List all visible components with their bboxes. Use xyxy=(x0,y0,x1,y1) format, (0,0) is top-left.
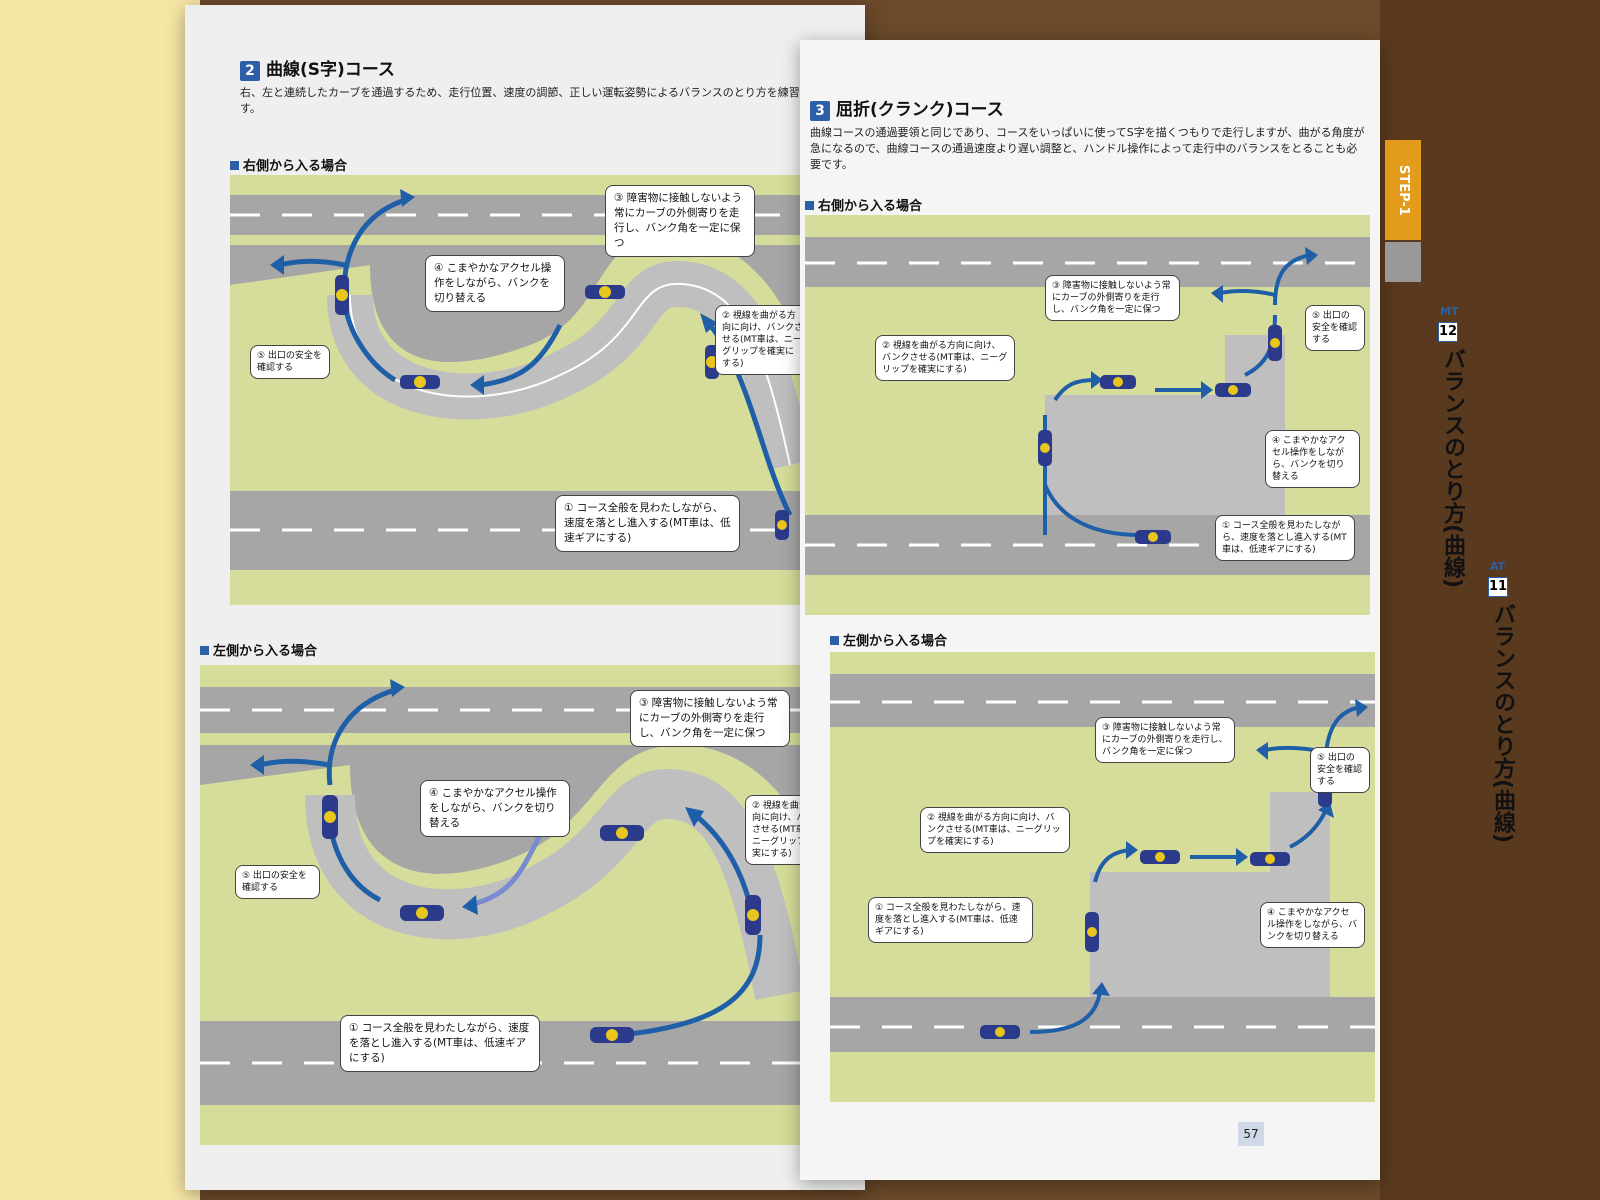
callout-left-4: ④ こまやかなアクセル操作をしながら、バンクを切り替える xyxy=(420,780,570,837)
callout-crank-l-1: ① コース全般を見わたしながら、速度を落とし進入する(MT車は、低速ギアにする) xyxy=(868,897,1033,943)
callout-right-1: ① コース全般を見わたしながら、速度を落とし進入する(MT車は、低速ギアにする) xyxy=(555,495,740,552)
callout-crank-r-2: ② 視線を曲がる方向に向け、バンクさせる(MT車は、ニーグリップを確実にする) xyxy=(875,335,1015,381)
callout-left-3: ③ 障害物に接触しないよう常にカーブの外側寄りを走行し、バンク角を一定に保つ xyxy=(630,690,790,747)
at-label: AT xyxy=(1490,560,1506,573)
gray-tab xyxy=(1385,242,1421,282)
callout-crank-l-5: ⑤ 出口の安全を確認する xyxy=(1310,747,1370,793)
callout-crank-l-3: ③ 障害物に接触しないよう常にカーブの外側寄りを走行し、バンク角を一定に保つ xyxy=(1095,717,1235,763)
diagram-s-curve-right-entry: ③ 障害物に接触しないよう常にカーブの外側寄りを走行し、バンク角を一定に保つ ④… xyxy=(230,175,820,605)
diagram-crank-left-entry: ③ 障害物に接触しないよう常にカーブの外側寄りを走行し、バンク角を一定に保つ ②… xyxy=(830,652,1375,1102)
callout-crank-r-3: ③ 障害物に接触しないよう常にカーブの外側寄りを走行し、バンク角を一定に保つ xyxy=(1045,275,1180,321)
mt-side-title: バランスのとり方(曲線) xyxy=(1440,348,1465,589)
step-tab[interactable]: STEP-1 xyxy=(1385,140,1421,240)
subhead-left-entry: 左側から入る場合 xyxy=(200,640,317,659)
mt-label: MT xyxy=(1440,305,1459,318)
callout-left-1: ① コース全般を見わたしながら、速度を落とし進入する(MT車は、低速ギアにする) xyxy=(340,1015,540,1072)
callout-crank-r-4: ④ こまやかなアクセル操作をしながら、バンクを切り替える xyxy=(1265,430,1360,488)
callout-crank-l-4: ④ こまやかなアクセル操作をしながら、バンクを切り替える xyxy=(1260,902,1365,948)
callout-right-2: ② 視線を曲がる方向に向け、バンクさせる(MT車は、ニーグリップを確実にする) xyxy=(715,305,810,375)
callout-crank-r-1: ① コース全般を見わたしながら、速度を落とし進入する(MT車は、低速ギアにする) xyxy=(1215,515,1355,561)
section-desc-s-curve: 右、左と連続したカーブを通過するため、走行位置、速度の調節、正しい運転姿勢による… xyxy=(240,86,822,115)
callout-crank-r-5: ⑤ 出口の安全を確認する xyxy=(1305,305,1365,351)
subhead-crank-left-entry: 左側から入る場合 xyxy=(830,630,947,649)
subhead-crank-right-entry: 右側から入る場合 xyxy=(805,195,922,214)
callout-left-5: ⑤ 出口の安全を確認する xyxy=(235,865,320,899)
callout-right-4: ④ こまやかなアクセル操作をしながら、バンクを切り替える xyxy=(425,255,565,312)
callout-right-3: ③ 障害物に接触しないよう常にカーブの外側寄りを走行し、バンク角を一定に保つ xyxy=(605,185,755,257)
callout-crank-l-2: ② 視線を曲がる方向に向け、バンクさせる(MT車は、ニーグリップを確実にする) xyxy=(920,807,1070,853)
page-number: 57 xyxy=(1238,1122,1264,1146)
diagram-s-curve-left-entry: ③ 障害物に接触しないよう常にカーブの外側寄りを走行し、バンク角を一定に保つ ④… xyxy=(200,665,840,1145)
desk-background-light xyxy=(0,0,200,1200)
at-number: 11 xyxy=(1488,577,1508,597)
subhead-right-entry: 右側から入る場合 xyxy=(230,155,347,174)
at-side-title: バランスのとり方(曲線) xyxy=(1490,603,1515,844)
callout-right-5: ⑤ 出口の安全を確認する xyxy=(250,345,330,379)
mt-number: 12 xyxy=(1438,322,1458,342)
section-desc-crank: 曲線コースの通過要領と同じであり、コースをいっぱいに使ってS字を描くつもりで走行… xyxy=(810,126,1365,171)
diagram-crank-right-entry: ③ 障害物に接触しないよう常にカーブの外側寄りを走行し、バンク角を一定に保つ ②… xyxy=(805,215,1370,615)
